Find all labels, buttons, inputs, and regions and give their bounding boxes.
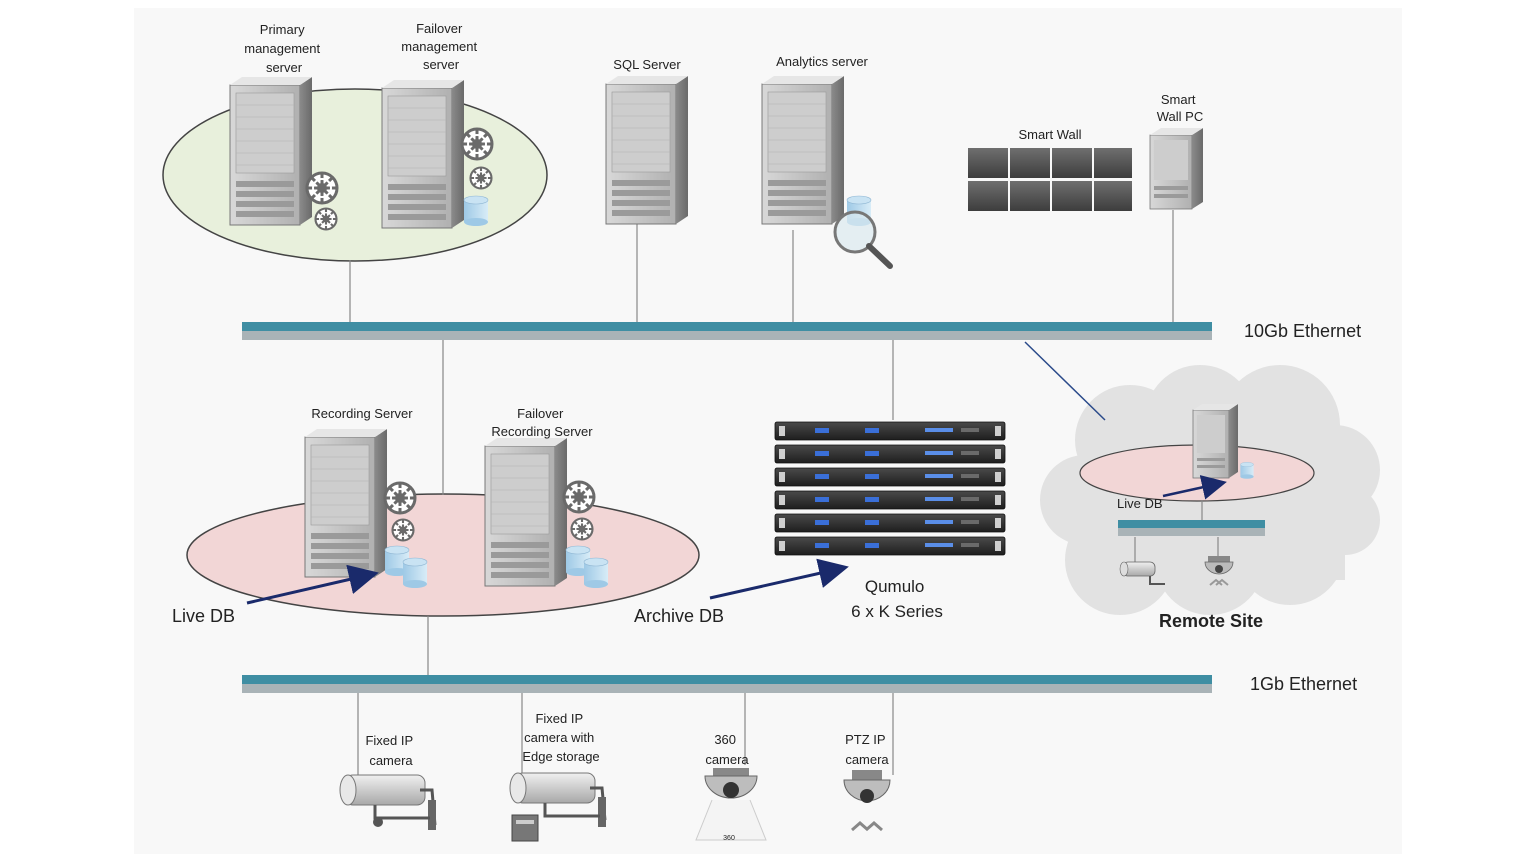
network-label-1gb: 1Gb Ethernet bbox=[1250, 674, 1357, 694]
live-db-arrow bbox=[246, 564, 379, 605]
magnifier-icon bbox=[833, 210, 877, 254]
analytics-server-label: Analytics server bbox=[776, 54, 868, 69]
remote-link bbox=[1024, 341, 1106, 421]
primary-mgmt-label: Primary management server bbox=[244, 22, 324, 75]
remote-dome-camera bbox=[1204, 556, 1234, 586]
camera-360: 360 bbox=[695, 768, 767, 842]
fixed-edge-cam-label: Fixed IP camera with Edge storage bbox=[522, 711, 599, 764]
network-bar-10gb bbox=[242, 322, 1212, 340]
failover-mgmt-label: Failover management server bbox=[401, 21, 481, 72]
live-db-label: Live DB bbox=[172, 606, 235, 626]
remote-server bbox=[1192, 404, 1254, 480]
camera-360-tag: 360 bbox=[723, 835, 735, 842]
qumulo-label: Qumulo 6 x K Series bbox=[851, 577, 943, 621]
analytics-server bbox=[761, 75, 893, 269]
smart-wall bbox=[968, 148, 1132, 211]
ptz-cam-label: PTZ IP camera bbox=[845, 732, 889, 767]
archive-db-label: Archive DB bbox=[634, 606, 724, 626]
fixed-ip-edge-camera bbox=[509, 772, 607, 842]
failover-recording-label: Failover Recording Server bbox=[491, 406, 593, 439]
remote-live-db-arrow bbox=[1162, 475, 1227, 500]
remote-live-db-label: Live DB bbox=[1117, 496, 1163, 511]
edge-storage-icon bbox=[511, 814, 539, 842]
fixed-cam-label: Fixed IP camera bbox=[365, 733, 416, 768]
smart-wall-label: Smart Wall bbox=[1018, 127, 1081, 142]
network-bar-1gb bbox=[242, 675, 1212, 693]
smart-wall-pc bbox=[1149, 128, 1203, 210]
remote-fixed-camera bbox=[1119, 561, 1165, 585]
ptz-ip-camera bbox=[843, 770, 891, 832]
recording-server-label: Recording Server bbox=[311, 406, 413, 421]
remote-network-bar bbox=[1118, 520, 1265, 536]
connector-lines bbox=[349, 210, 1219, 775]
network-label-10gb: 10Gb Ethernet bbox=[1244, 321, 1361, 341]
smart-wall-pc-label: Smart Wall PC bbox=[1157, 92, 1203, 124]
sql-server-label: SQL Server bbox=[613, 57, 681, 72]
remote-site-label: Remote Site bbox=[1159, 611, 1263, 631]
sql-server bbox=[605, 75, 689, 225]
archive-db-arrow bbox=[709, 558, 849, 600]
cam-360-label: 360 camera bbox=[705, 732, 749, 767]
fixed-ip-camera bbox=[339, 774, 437, 830]
